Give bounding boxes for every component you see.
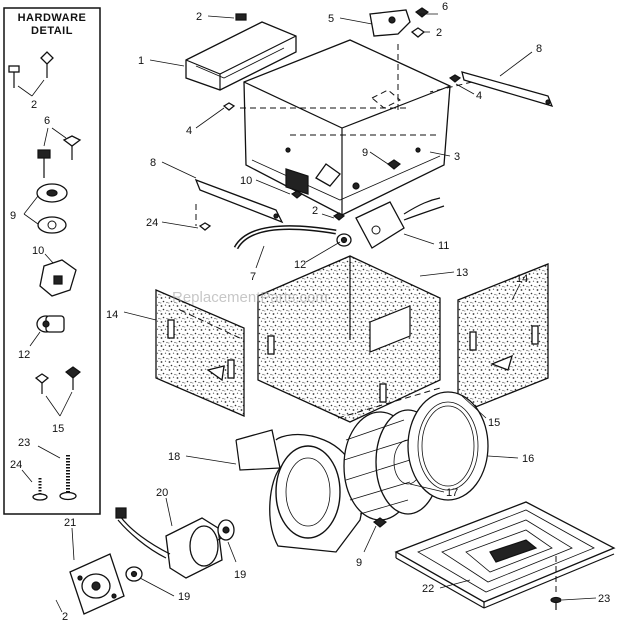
- hw-label-24: 24: [10, 459, 22, 471]
- callout-14-left: 14: [106, 309, 118, 321]
- callout-21: 21: [64, 517, 76, 529]
- duct-connector: [185, 21, 297, 91]
- screw-6-icons: [37, 135, 82, 178]
- hw-label-15: 15: [52, 423, 64, 435]
- callout-2-right: 2: [436, 27, 442, 39]
- hw-label-9: 9: [10, 210, 16, 222]
- callout-13: 13: [456, 267, 468, 279]
- callout-24: 24: [146, 217, 158, 229]
- hw-label-6: 6: [44, 115, 50, 127]
- hardware-detail-panel: HARDWARE DETAIL 2 6 9 10: [3, 7, 101, 515]
- screw-23-main: [550, 556, 562, 610]
- watermark: ReplacementParts.com: [172, 289, 328, 306]
- hw-label-12: 12: [18, 349, 30, 361]
- callout-19-lower: 19: [178, 591, 190, 603]
- bushing-12-icon: [36, 315, 65, 333]
- callout-11: 11: [438, 240, 449, 252]
- callout-12: 12: [294, 259, 306, 271]
- callout-leaders: [55, 13, 597, 613]
- bushing-12-main: [336, 233, 352, 247]
- callout-7: 7: [250, 271, 256, 283]
- callout-15: 15: [488, 417, 500, 429]
- callout-22: 22: [422, 583, 434, 595]
- callout-8-top: 8: [536, 43, 542, 55]
- insulation-panel-right: [457, 263, 549, 415]
- ceiling-grille: [394, 501, 616, 609]
- mounting-bar-top: [461, 71, 554, 108]
- callout-9-lower: 9: [356, 557, 362, 569]
- callout-2-mid: 2: [312, 205, 318, 217]
- motor-nut: [217, 519, 235, 541]
- receptacle-box-11: [355, 197, 445, 249]
- callout-19-mid: 19: [234, 569, 246, 581]
- motor: [115, 507, 233, 579]
- hardware-panel-border: [3, 7, 101, 515]
- screw-15-icons: [34, 366, 81, 394]
- callout-6: 6: [442, 1, 448, 13]
- hw-label-10: 10: [32, 245, 44, 257]
- callout-8-left: 8: [150, 157, 156, 169]
- screw-23-icon: [59, 455, 77, 501]
- nut-9-icons: [36, 183, 68, 234]
- callout-20: 20: [156, 487, 168, 499]
- callout-10: 10: [240, 175, 252, 187]
- callout-2-lower: 2: [62, 611, 68, 620]
- mounting-bar-left: [194, 178, 284, 224]
- callout-numbers: 1 2 5 6 2 8 4 4 3 9 8 10 2 24 11 12 7 13…: [62, 1, 610, 620]
- insulation-panel-center: [257, 255, 441, 423]
- screw-icons-main: [198, 7, 462, 231]
- screw-2-icons: [8, 51, 54, 88]
- blower-housing: [235, 429, 363, 553]
- callout-14-right: 14: [516, 273, 528, 285]
- callout-18: 18: [168, 451, 180, 463]
- callout-9-housing: 9: [362, 147, 368, 159]
- callout-3: 3: [454, 151, 460, 163]
- hardware-title-line1: HARDWARE: [18, 12, 87, 24]
- housing-box: [243, 39, 451, 216]
- callout-2-top: 2: [196, 11, 202, 23]
- screw-24-icon: [32, 478, 48, 501]
- callout-4-left: 4: [186, 125, 192, 137]
- callout-5: 5: [328, 13, 334, 25]
- housing-clip: [315, 163, 341, 187]
- venturi-ring: [407, 391, 489, 501]
- nut-19-lower: [125, 566, 143, 582]
- wire-harness: [233, 225, 337, 250]
- motor-plate: [69, 553, 125, 615]
- hanger-bracket-5: [369, 9, 411, 37]
- hw-label-2: 2: [31, 99, 37, 111]
- nut-9-lower: [372, 517, 388, 528]
- hw-label-23: 23: [18, 437, 30, 449]
- callout-16: 16: [522, 453, 534, 465]
- insulation-panel-left: [155, 289, 245, 417]
- clip-10-icon: [39, 259, 77, 297]
- callout-4-right: 4: [476, 90, 482, 102]
- callout-17: 17: [446, 487, 458, 499]
- callout-1: 1: [138, 55, 144, 67]
- hardware-title-line2: DETAIL: [31, 25, 73, 37]
- callout-23: 23: [598, 593, 610, 605]
